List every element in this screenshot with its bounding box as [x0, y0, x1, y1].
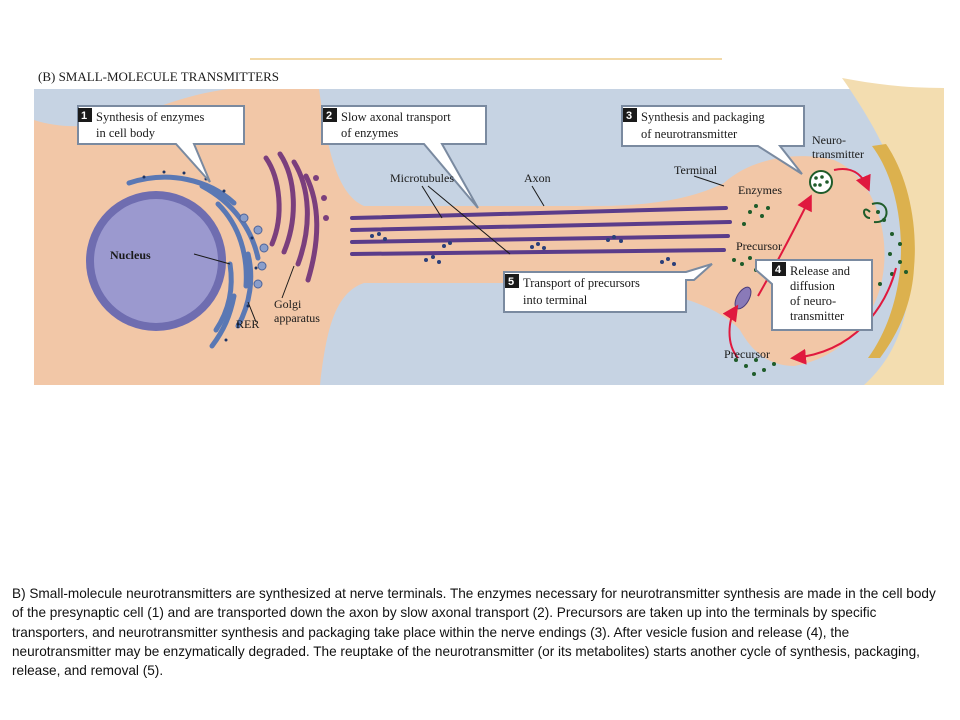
- step-4-line-1: Release and: [790, 264, 851, 278]
- arrow-vesicle-release: [833, 168, 871, 192]
- step-number-box-3: [623, 108, 637, 122]
- vesicle-neurotransmitter: [813, 175, 829, 187]
- nucleus-inner: [94, 199, 218, 323]
- microtubule-4: [350, 248, 726, 256]
- step-number-box-4: [772, 262, 786, 276]
- step-number-4: 4: [775, 264, 782, 276]
- microtubule-2: [350, 220, 732, 232]
- enzymes-label: Enzymes: [738, 183, 782, 197]
- microtubule-1: [350, 206, 728, 220]
- nucleus-label: Nucleus: [110, 248, 151, 262]
- rough-endoplasmic-reticulum: [126, 174, 261, 349]
- neurotransmitter-label-1: Neuro-: [812, 133, 846, 147]
- precursor-top-label: Precursor: [736, 239, 782, 253]
- step-number-box-2: [323, 108, 337, 122]
- step-1-line-2: in cell body: [96, 126, 156, 140]
- callout-step-2: 2 Slow axonal transport of enzymes: [321, 105, 487, 209]
- postsynaptic-cell: [842, 78, 944, 385]
- released-neurotransmitter: [876, 210, 908, 286]
- step-3-line-2: of neurotransmitter: [641, 127, 738, 141]
- golgi-vesicles: [313, 175, 329, 221]
- arrow-to-vesicle: [757, 194, 812, 297]
- transport-vesicles: [239, 213, 269, 289]
- golgi-apparatus: [263, 151, 320, 283]
- step-5-line-1: Transport of precursors: [523, 276, 640, 290]
- step-4-line-3: of neuro-: [790, 294, 836, 308]
- step-4-line-2: diffusion: [790, 279, 836, 293]
- step-number-1: 1: [81, 110, 87, 122]
- figure-caption: B) Small-molecule neurotransmitters are …: [12, 586, 936, 679]
- microtubules-label: Microtubules: [390, 171, 454, 185]
- step-3-line-1: Synthesis and packaging: [641, 110, 765, 124]
- callout-step-5: 5 Transport of precursors into terminal: [503, 263, 713, 313]
- callout-step-1: 1 Synthesis of enzymes in cell body: [77, 105, 245, 183]
- axonal-cargo: [370, 232, 676, 266]
- panel-title: (B) SMALL-MOLECULE TRANSMITTERS: [38, 69, 279, 84]
- callout-step-4: 4 Release and diffusion of neuro- transm…: [755, 259, 873, 331]
- golgi-label-1: Golgi: [274, 297, 302, 311]
- step-number-3: 3: [626, 110, 632, 122]
- step-2-line-1: Slow axonal transport: [341, 110, 451, 124]
- arrow-precursor-in: [722, 304, 739, 359]
- leader-lines: [193, 175, 725, 323]
- precursor-bottom-label: Precursor: [724, 347, 770, 361]
- step-number-box-1: [78, 108, 92, 122]
- extracellular-precursor: [734, 358, 776, 376]
- neuron-diagram: (B) SMALL-MOLECULE TRANSMITTERS Nucleus: [34, 58, 944, 385]
- step-5-line-2: into terminal: [523, 293, 588, 307]
- step-number-5: 5: [508, 276, 514, 288]
- step-2-line-2: of enzymes: [341, 126, 398, 140]
- step-number-box-5: [505, 274, 519, 288]
- microtubule-3: [350, 234, 730, 244]
- step-4-line-4: transmitter: [790, 309, 845, 323]
- postsynaptic-density: [868, 144, 915, 358]
- callout-step-3: 3 Synthesis and packaging of neurotransm…: [621, 105, 805, 175]
- rer-label: RER: [236, 317, 259, 331]
- neurotransmitter-label-2: transmitter: [812, 147, 864, 161]
- microtubules: [350, 206, 732, 256]
- fusing-vesicle: [863, 202, 888, 224]
- step-number-2: 2: [326, 110, 332, 122]
- step-1-line-1: Synthesis of enzymes: [96, 110, 204, 124]
- terminal-label: Terminal: [674, 163, 718, 177]
- header-band: [34, 63, 944, 87]
- golgi-label-2: apparatus: [274, 311, 320, 325]
- axon-label: Axon: [524, 171, 551, 185]
